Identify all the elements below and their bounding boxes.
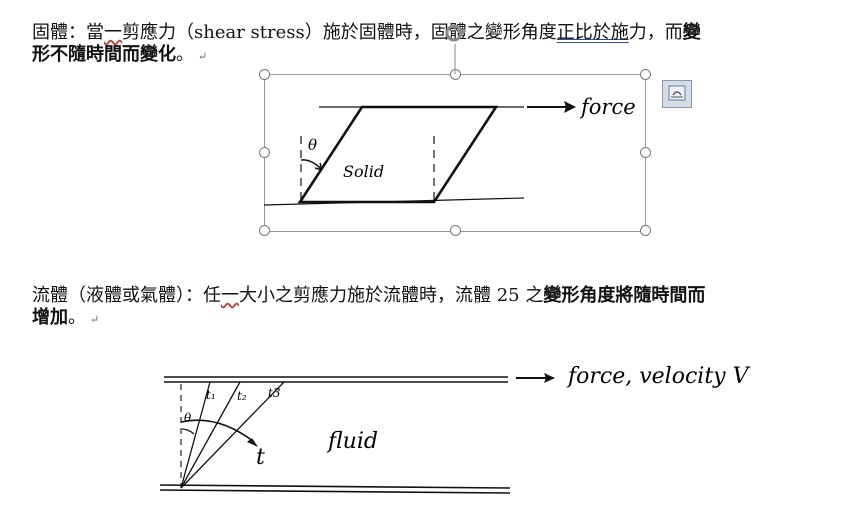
paragraph-2-line-2: 增加。 ↵ — [32, 307, 99, 331]
layout-options-button[interactable] — [662, 80, 692, 108]
time-arc-head — [247, 438, 258, 447]
text-run-bold: 變形角度將隨時間而 — [543, 285, 706, 306]
text-run: 流體（液體或氣體）：任 — [32, 285, 221, 306]
fluid-label: fluid — [326, 429, 378, 454]
text-run-bold: 變 — [682, 22, 701, 43]
text-run: 大小之剪應力施於流體時，流體 25 之 — [239, 285, 544, 306]
time-arc — [180, 419, 255, 443]
force-velocity-label: force, velocity V — [566, 364, 751, 389]
t2-label: t₂ — [237, 389, 247, 403]
solid-parallelogram — [297, 105, 499, 204]
deformation-line-t1 — [180, 381, 211, 489]
rotate-connector — [454, 44, 456, 74]
text-run-spellcheck: 一 — [104, 22, 122, 43]
resize-handle-sw[interactable] — [259, 225, 270, 236]
force-label: force — [579, 95, 636, 119]
resize-handle-nw[interactable] — [259, 69, 270, 80]
t3-label: t3 — [268, 386, 281, 400]
text-run: 力，而 — [628, 22, 683, 43]
text-run: 。 — [68, 307, 86, 328]
theta-label: θ — [308, 136, 317, 154]
theta-arc — [300, 159, 323, 171]
resize-handle-s[interactable] — [450, 225, 461, 236]
theta-label: θ — [184, 411, 192, 425]
resize-handle-e[interactable] — [640, 147, 651, 158]
bottom-plate-line-1 — [159, 484, 511, 489]
text-run-spellcheck: 一 — [221, 285, 239, 306]
text-run-underlined: 正比於施 — [556, 22, 629, 43]
paragraph-1-line-1: 固體：當一剪應力（shear stress）施於固體時，固體之變形角度正比於施力… — [32, 22, 701, 44]
resize-handle-se[interactable] — [640, 225, 651, 236]
text-run: 固體：當 — [32, 22, 104, 43]
theta-arrow-head — [314, 162, 323, 171]
t-label: t — [256, 445, 265, 470]
text-run: 。 — [176, 44, 194, 65]
force-arrow-head — [564, 101, 576, 113]
text-run-bold: 增加 — [32, 307, 68, 328]
text-run-bold: 形不隨時間而變化 — [32, 44, 176, 65]
fluid-shear-image[interactable]: θ t₁ t₂ t3 t fluid force, velocity V — [148, 342, 760, 518]
t1-label: t₁ — [206, 388, 216, 402]
resize-handle-w[interactable] — [259, 147, 270, 158]
rotate-handle-icon[interactable] — [443, 22, 465, 44]
layout-options-icon — [668, 85, 686, 101]
deformation-line-t2 — [180, 381, 241, 489]
solid-label: Solid — [343, 162, 384, 181]
paragraph-mark: ↵ — [198, 50, 208, 63]
text-run: 剪應力（shear stress）施於固體時，固體之變形角度 — [122, 22, 557, 43]
paragraph-mark: ↵ — [90, 313, 100, 326]
paragraph-1-line-2: 形不隨時間而變化。 ↵ — [32, 44, 207, 68]
force-arrow-head — [544, 373, 555, 383]
resize-handle-ne[interactable] — [640, 69, 651, 80]
deformation-line-t3 — [180, 381, 285, 489]
theta-arc — [181, 428, 195, 435]
bottom-plate-line-2 — [159, 489, 511, 494]
paragraph-2-line-1: 流體（液體或氣體）：任一大小之剪應力施於流體時，流體 25 之變形角度將隨時間而 — [32, 285, 705, 307]
base-line — [264, 197, 525, 206]
solid-shear-image[interactable]: θ Solid force — [264, 74, 646, 232]
